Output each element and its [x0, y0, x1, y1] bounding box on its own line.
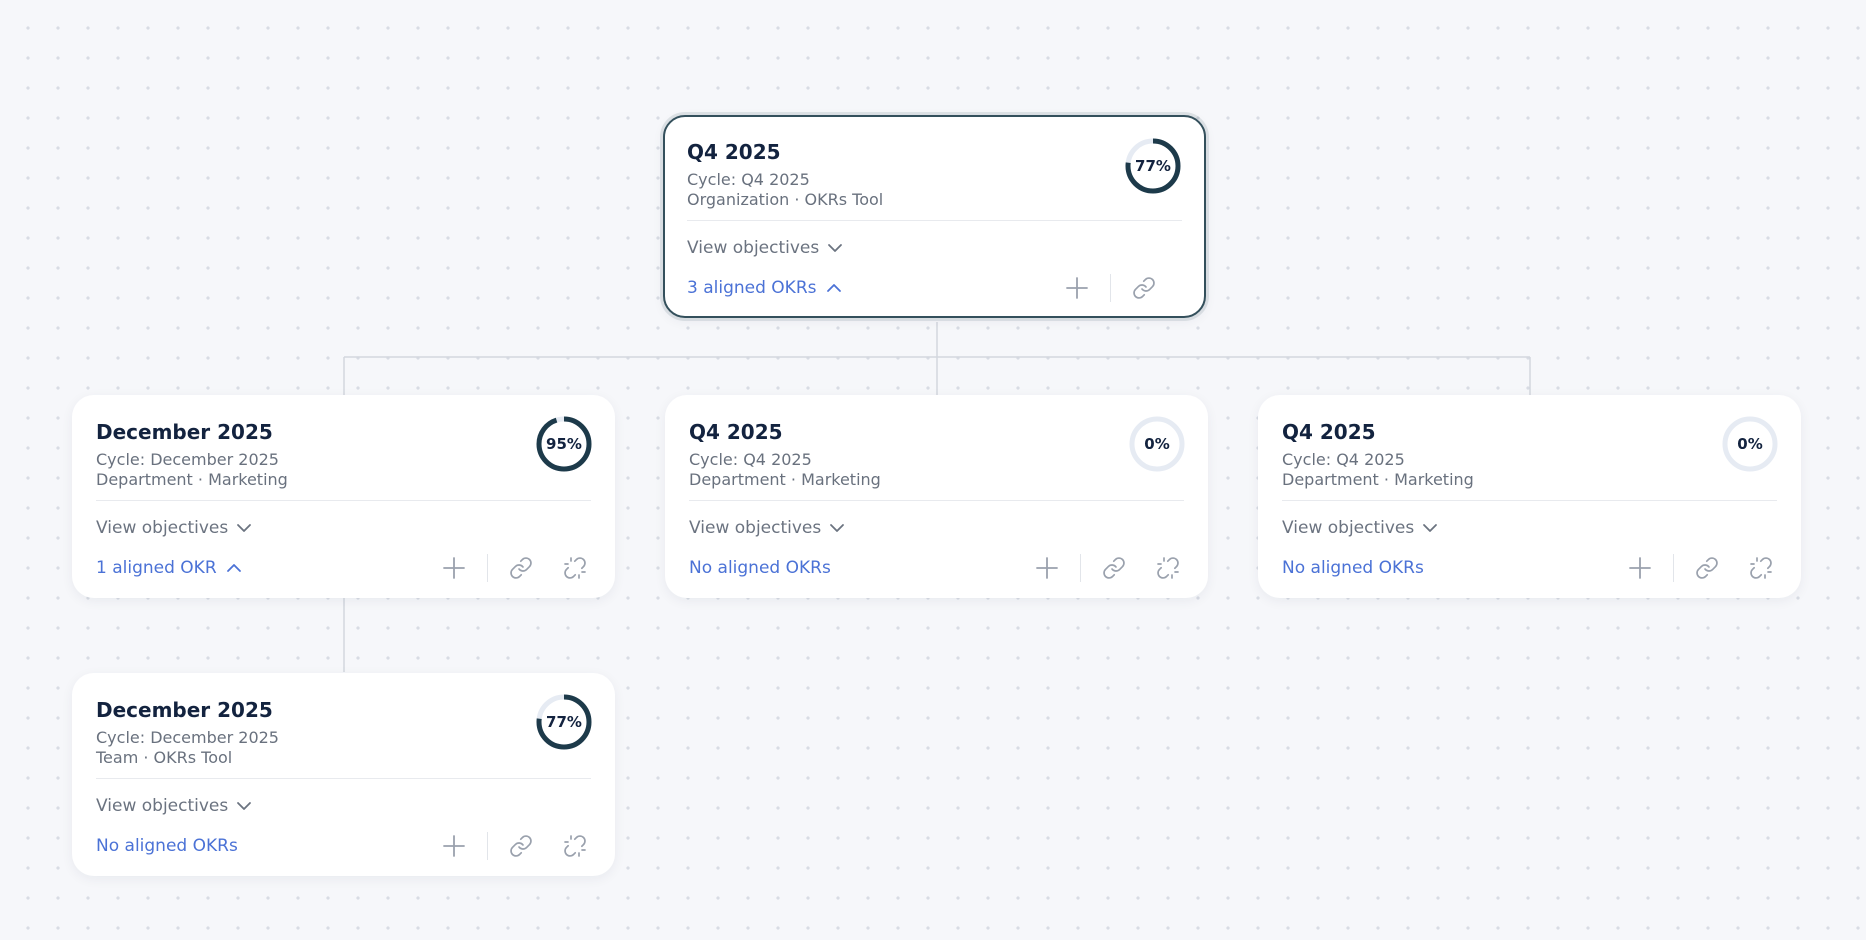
chevron-down-icon — [828, 244, 843, 252]
link-okr-button[interactable] — [505, 830, 537, 862]
link-okr-button[interactable] — [1128, 272, 1160, 304]
progress-percent: 77% — [1135, 157, 1171, 175]
aligned-okrs-label-link[interactable]: No aligned OKRs — [96, 836, 238, 856]
okr-card-q4-2025-department-b[interactable]: Q4 2025 Cycle: Q4 2025 Department · Mark… — [1258, 395, 1801, 598]
plus-icon — [1629, 557, 1651, 579]
progress-percent: 0% — [1144, 435, 1170, 453]
card-cycle: Cycle: Q4 2025 — [687, 170, 810, 189]
card-scope: Department · Marketing — [1282, 470, 1474, 489]
chevron-down-icon — [1423, 524, 1438, 532]
chevron-up-icon — [226, 564, 241, 572]
link-icon — [1103, 557, 1125, 579]
card-scope: Organization · OKRs Tool — [687, 190, 884, 209]
aligned-okrs-label: 1 aligned OKR — [96, 558, 217, 578]
add-objective-button[interactable] — [1061, 272, 1093, 304]
progress-percent: 0% — [1737, 435, 1763, 453]
action-separator — [1673, 554, 1674, 582]
card-cycle: Cycle: December 2025 — [96, 728, 279, 747]
aligned-okrs-label-link[interactable]: No aligned OKRs — [1282, 558, 1424, 578]
card-title: Q4 2025 — [687, 140, 781, 164]
aligned-okrs-label: No aligned OKRs — [96, 836, 238, 856]
card-title: Q4 2025 — [689, 420, 783, 444]
view-objectives-toggle[interactable]: View objectives — [689, 516, 1184, 540]
card-divider — [96, 500, 591, 501]
okr-card-december-2025-department[interactable]: December 2025 Cycle: December 2025 Depar… — [72, 395, 615, 598]
view-objectives-toggle[interactable]: View objectives — [1282, 516, 1777, 540]
add-objective-button[interactable] — [438, 830, 470, 862]
card-cycle: Cycle: Q4 2025 — [689, 450, 812, 469]
card-scope: Department · Marketing — [689, 470, 881, 489]
okr-card-q4-2025-organization[interactable]: Q4 2025 Cycle: Q4 2025 Organization · OK… — [663, 115, 1206, 318]
unlink-icon — [1750, 557, 1772, 579]
link-icon — [510, 557, 532, 579]
card-divider — [1282, 500, 1777, 501]
link-okr-button[interactable] — [1098, 552, 1130, 584]
progress-ring: 77% — [535, 693, 593, 751]
view-objectives-label: View objectives — [96, 518, 229, 538]
chevron-down-icon — [237, 524, 252, 532]
progress-ring: 0% — [1721, 415, 1779, 473]
unlink-icon — [564, 557, 586, 579]
add-objective-button[interactable] — [438, 552, 470, 584]
chevron-down-icon — [237, 802, 252, 810]
view-objectives-label: View objectives — [687, 238, 820, 258]
chevron-down-icon — [830, 524, 845, 532]
progress-ring: 95% — [535, 415, 593, 473]
okr-card-q4-2025-department-a[interactable]: Q4 2025 Cycle: Q4 2025 Department · Mark… — [665, 395, 1208, 598]
action-separator — [487, 554, 488, 582]
action-separator — [1110, 274, 1111, 302]
plus-icon — [1066, 277, 1088, 299]
link-icon — [510, 835, 532, 857]
unlink-okr-button[interactable] — [1152, 552, 1184, 584]
card-title: Q4 2025 — [1282, 420, 1376, 444]
view-objectives-toggle[interactable]: View objectives — [96, 516, 591, 540]
link-icon — [1696, 557, 1718, 579]
okr-card-december-2025-team[interactable]: December 2025 Cycle: December 2025 Team … — [72, 673, 615, 876]
card-divider — [687, 220, 1182, 221]
card-title: December 2025 — [96, 420, 273, 444]
chevron-up-icon — [826, 284, 841, 292]
view-objectives-toggle[interactable]: View objectives — [687, 236, 1182, 260]
card-cycle: Cycle: December 2025 — [96, 450, 279, 469]
aligned-okrs-toggle[interactable]: 1 aligned OKR — [96, 558, 242, 578]
card-divider — [96, 778, 591, 779]
plus-icon — [443, 557, 465, 579]
link-icon — [1133, 277, 1155, 299]
aligned-okrs-label: No aligned OKRs — [689, 558, 831, 578]
plus-icon — [1036, 557, 1058, 579]
aligned-okrs-label-link[interactable]: No aligned OKRs — [689, 558, 831, 578]
card-divider — [689, 500, 1184, 501]
unlink-icon — [1157, 557, 1179, 579]
unlink-okr-button[interactable] — [559, 830, 591, 862]
progress-percent: 95% — [546, 435, 582, 453]
progress-percent: 77% — [546, 713, 582, 731]
view-objectives-label: View objectives — [1282, 518, 1415, 538]
unlink-okr-button[interactable] — [1745, 552, 1777, 584]
unlink-icon — [564, 835, 586, 857]
action-separator — [487, 832, 488, 860]
view-objectives-toggle[interactable]: View objectives — [96, 794, 591, 818]
card-cycle: Cycle: Q4 2025 — [1282, 450, 1405, 469]
card-title: December 2025 — [96, 698, 273, 722]
add-objective-button[interactable] — [1624, 552, 1656, 584]
unlink-okr-button[interactable] — [559, 552, 591, 584]
aligned-okrs-label: 3 aligned OKRs — [687, 278, 817, 298]
action-separator — [1080, 554, 1081, 582]
add-objective-button[interactable] — [1031, 552, 1063, 584]
aligned-okrs-toggle[interactable]: 3 aligned OKRs — [687, 278, 842, 298]
view-objectives-label: View objectives — [689, 518, 822, 538]
progress-ring: 0% — [1128, 415, 1186, 473]
plus-icon — [443, 835, 465, 857]
card-scope: Team · OKRs Tool — [96, 748, 233, 767]
link-okr-button[interactable] — [1691, 552, 1723, 584]
link-okr-button[interactable] — [505, 552, 537, 584]
aligned-okrs-label: No aligned OKRs — [1282, 558, 1424, 578]
card-scope: Department · Marketing — [96, 470, 288, 489]
progress-ring: 77% — [1124, 137, 1182, 195]
view-objectives-label: View objectives — [96, 796, 229, 816]
